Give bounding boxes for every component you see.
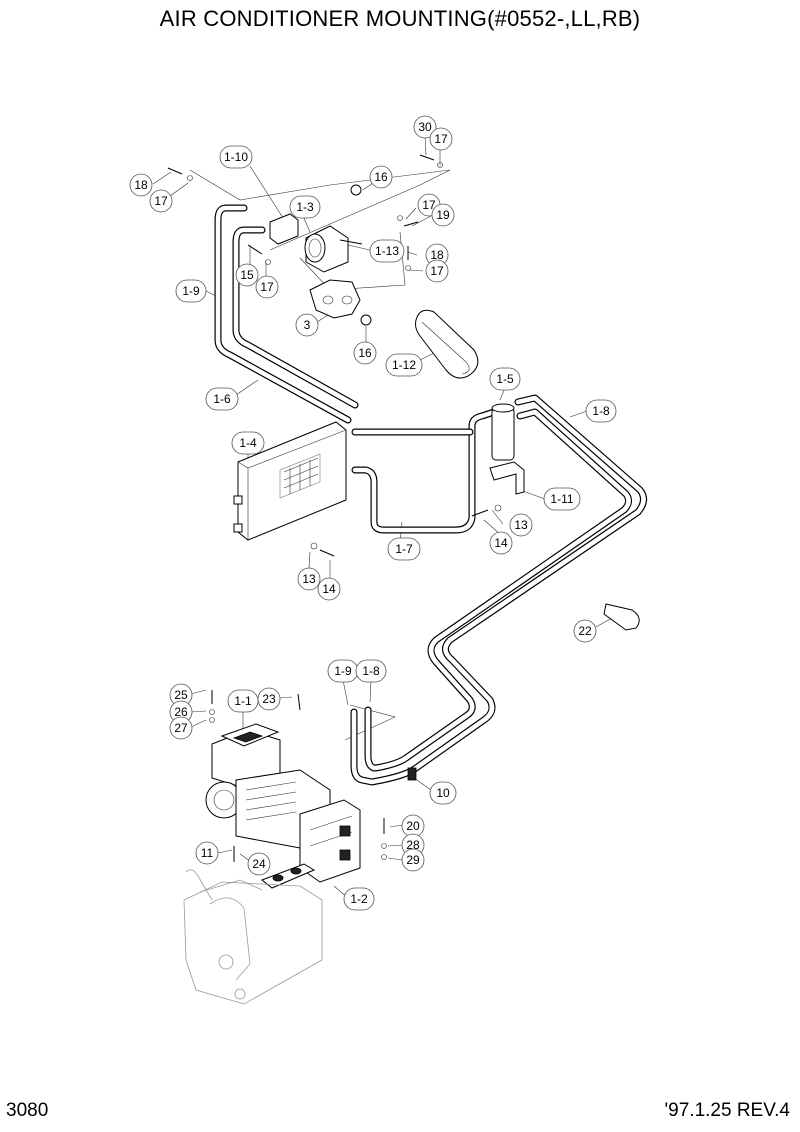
callout-1-8: 1-8 [585, 399, 617, 423]
callout-text: 1-7 [395, 542, 413, 556]
callout-1-6: 1-6 [205, 387, 239, 411]
callout-1-10: 1-10 [219, 145, 253, 169]
callout-19: 19 [431, 203, 455, 227]
callout-27: 27 [169, 716, 193, 740]
compressor [304, 225, 363, 319]
callout-text: 18 [430, 248, 444, 262]
callout-text: 1-10 [224, 150, 248, 164]
callout-text: 24 [252, 857, 266, 871]
callout-text: 1-5 [496, 372, 514, 386]
callout-text: 13 [302, 572, 316, 586]
callout-text: 10 [436, 786, 450, 800]
clip-10 [407, 767, 417, 781]
callout-text: 14 [322, 582, 336, 596]
callout-16: 16 [353, 341, 377, 365]
callout-text: 1-4 [239, 436, 257, 450]
callout-15: 15 [235, 263, 259, 287]
callout-text: 17 [434, 132, 448, 146]
callout-text: 17 [430, 264, 444, 278]
callout-18: 18 [129, 173, 153, 197]
pipe-clamp [603, 603, 640, 631]
callout-17: 17 [425, 259, 449, 283]
callout-20: 20 [401, 814, 425, 838]
callout-text: 1-3 [296, 200, 314, 214]
callout-1-5: 1-5 [489, 367, 521, 391]
callout-text: 3 [304, 318, 311, 332]
callout-18: 18 [425, 243, 449, 267]
reference-outline [183, 869, 323, 1005]
callout-text: 27 [174, 721, 188, 735]
evaporator-unit [205, 690, 387, 889]
callout-23: 23 [257, 687, 281, 711]
callout-26: 26 [169, 700, 193, 724]
callout-17: 17 [149, 189, 173, 213]
callout-30: 30 [413, 115, 437, 139]
callout-3: 3 [295, 313, 319, 337]
callout-text: 26 [174, 705, 188, 719]
callout-29: 29 [401, 848, 425, 872]
callout-25: 25 [169, 683, 193, 707]
callout-13: 13 [297, 567, 321, 591]
refrigerant-pipes [214, 204, 647, 786]
callout-text: 17 [422, 198, 436, 212]
callout-22: 22 [573, 619, 597, 643]
callout-text: 16 [358, 346, 372, 360]
callout-text: 20 [406, 819, 420, 833]
callout-1-8: 1-8 [355, 659, 387, 683]
callout-17: 17 [255, 275, 279, 299]
callout-text: 1-2 [350, 892, 368, 906]
callout-text: 18 [134, 178, 148, 192]
callout-text: 1-8 [592, 404, 610, 418]
callout-1-11: 1-11 [543, 487, 581, 511]
callout-text: 17 [154, 194, 168, 208]
callout-1-4: 1-4 [231, 431, 265, 455]
callout-14: 14 [489, 531, 513, 555]
callout-16: 16 [369, 165, 393, 189]
callout-1-9: 1-9 [327, 659, 359, 683]
callout-1-1: 1-1 [227, 689, 259, 713]
callout-text: 1-13 [375, 244, 399, 258]
hardware-top [167, 154, 443, 326]
callout-text: 1-9 [182, 284, 200, 298]
callout-1-12: 1-12 [385, 353, 423, 377]
callout-text: 29 [406, 853, 420, 867]
drive-belt [415, 309, 479, 379]
callout-text: 15 [240, 268, 254, 282]
callout-text: 19 [436, 208, 450, 222]
callout-text: 1-12 [392, 358, 416, 372]
callout-text: 17 [260, 280, 274, 294]
callout-1-7: 1-7 [387, 537, 421, 561]
callout-10: 10 [429, 781, 457, 805]
callout-11: 11 [195, 841, 219, 865]
callout-13: 13 [509, 513, 533, 537]
callout-text: 23 [262, 692, 276, 706]
callout-1-9: 1-9 [175, 279, 207, 303]
callout-text: 22 [578, 624, 592, 638]
callout-17: 17 [429, 127, 453, 151]
callout-1-2: 1-2 [343, 887, 375, 911]
page-number: 3080 [6, 1100, 49, 1121]
callout-text: 14 [494, 536, 508, 550]
revision-note: '97.1.25 REV.4 [664, 1100, 790, 1121]
callout-text: 1-8 [362, 664, 380, 678]
callout-1-13: 1-13 [369, 239, 405, 263]
callout-14: 14 [317, 577, 341, 601]
callout-text: 13 [514, 518, 528, 532]
callouts: 1-10 30 17 16 18 17 1-3 17 19 15 17 1-13… [129, 115, 617, 911]
callout-24: 24 [247, 852, 271, 876]
callout-text: 25 [174, 688, 188, 702]
callout-text: 28 [406, 838, 420, 852]
diagram-title: AIR CONDITIONER MOUNTING(#0552-,LL,RB) [159, 6, 641, 31]
callout-text: 1-11 [550, 492, 573, 506]
callout-text: 1-9 [334, 664, 352, 678]
callout-text: 11 [201, 846, 214, 860]
callout-text: 1-1 [234, 694, 252, 708]
condenser [233, 421, 347, 557]
callout-text: 1-6 [213, 392, 231, 406]
callout-text: 30 [418, 120, 432, 134]
receiver-drier [471, 403, 525, 517]
callout-1-3: 1-3 [289, 195, 321, 219]
callout-text: 16 [374, 170, 388, 184]
